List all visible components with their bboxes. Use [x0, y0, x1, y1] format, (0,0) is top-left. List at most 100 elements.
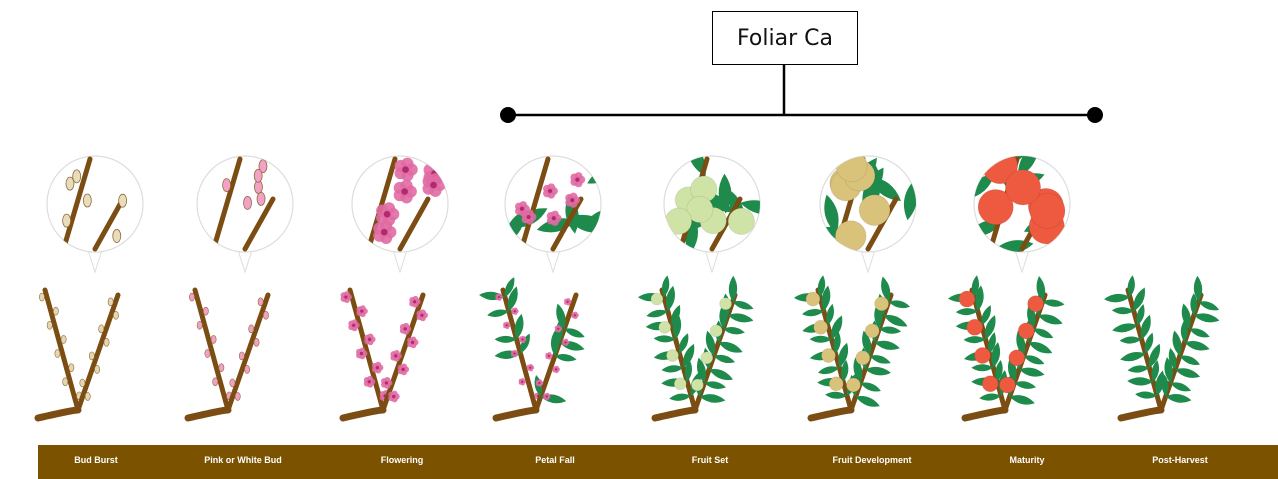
bud-burst-bud	[39, 293, 44, 301]
fruit-development-stem	[851, 295, 891, 410]
fruit-set-fruit	[720, 298, 732, 310]
bud-burst-bud	[61, 335, 66, 343]
maturity-fruit	[982, 376, 998, 392]
bubble-pointer	[1015, 250, 1029, 272]
flowering-blossom	[364, 334, 375, 346]
pink-or-white-bud-closeup-bud	[254, 169, 262, 182]
pink-or-white-bud-bud	[245, 365, 250, 373]
stage-label-pink-or-white-bud: Pink or White Bud	[204, 455, 282, 465]
bud-burst-bud	[80, 379, 85, 387]
maturity-closeup-leaf	[973, 131, 986, 171]
branch-illustration-fruit-set	[638, 275, 755, 418]
stage-maturity	[948, 131, 1070, 418]
fruit-development-closeup-fruit	[859, 195, 890, 226]
fruit-development-closeup-leaf	[815, 241, 848, 281]
branch-illustration-pink-or-white-bud	[188, 290, 269, 418]
fruit-set-fruit	[701, 352, 713, 364]
branch-illustration-petal-fall	[479, 276, 586, 418]
bud-burst-bud	[99, 325, 104, 333]
petal-fall-blossom	[553, 366, 560, 373]
flowering-blossom	[407, 336, 418, 348]
bud-burst-stem	[45, 290, 78, 410]
fruit-set-closeup-fruit	[728, 208, 754, 234]
fruit-development-leaf	[865, 365, 892, 377]
fruit-development-closeup-fruit	[835, 221, 866, 252]
maturity-fruit	[1009, 350, 1025, 366]
maturity-fruit	[1018, 323, 1034, 339]
petal-fall-stem	[503, 290, 536, 410]
maturity-fruit	[967, 319, 983, 335]
zoom-bubble-flowering	[352, 156, 448, 272]
bubble-pointer	[238, 250, 252, 272]
petal-fall-blossom	[527, 364, 534, 371]
zoom-bubble-bud-burst	[47, 156, 143, 272]
zoom-bubble-fruit-set	[664, 138, 801, 272]
post-harvest-leaf	[1111, 321, 1138, 334]
zoom-bubble-pink-or-white-bud	[197, 156, 293, 272]
bud-burst-closeup-bud	[63, 214, 71, 227]
stage-illustrations	[38, 131, 1220, 418]
fruit-set-closeup-fruit	[665, 208, 691, 234]
maturity-closeup-fruit	[1005, 170, 1040, 205]
stage-petal-fall	[479, 156, 626, 418]
zoom-bubble-fruit-development	[815, 151, 920, 290]
pink-or-white-bud-bud	[205, 350, 210, 358]
bud-burst-closeup-bud	[66, 177, 74, 190]
fruit-set-fruit	[691, 379, 703, 391]
stage-label-petal-fall: Petal Fall	[535, 455, 575, 465]
fruit-set-fruit	[710, 325, 722, 337]
stage-label-fruit-set: Fruit Set	[692, 455, 729, 465]
stage-label-bud-burst: Bud Burst	[74, 455, 118, 465]
flowering-trunk	[343, 410, 383, 418]
pink-or-white-bud-bud	[203, 307, 208, 315]
flowering-stem	[350, 290, 383, 410]
fruit-development-fruit	[829, 377, 843, 391]
maturity-fruit	[1028, 296, 1044, 312]
pink-or-white-bud-stem	[228, 295, 268, 410]
foliar-ca-bracket	[500, 65, 1103, 123]
flowering-blossom	[356, 305, 367, 317]
stage-label-band: Bud Burst Pink or White Bud Flowering Pe…	[38, 445, 1278, 479]
post-harvest-leaf	[1127, 377, 1153, 386]
pink-or-white-bud-stem	[195, 290, 228, 410]
bud-burst-closeup-bud	[113, 229, 121, 242]
pink-or-white-bud-bud	[197, 321, 202, 329]
bud-burst-bud	[113, 311, 118, 319]
pink-or-white-bud-bud	[263, 311, 268, 319]
pink-or-white-bud-closeup-bud	[257, 192, 265, 205]
branch-illustration-fruit-development	[794, 275, 911, 418]
bud-burst-stem	[78, 295, 118, 410]
foliar-ca-label: Foliar Ca	[737, 26, 833, 51]
pink-or-white-bud-bud	[213, 378, 218, 386]
branch-illustration-post-harvest	[1104, 275, 1221, 418]
petal-fall-blossom	[571, 312, 578, 319]
pink-or-white-bud-closeup-bud	[223, 179, 231, 192]
bubble-outline	[47, 156, 143, 252]
fruit-development-fruit	[856, 351, 870, 365]
petal-fall-trunk	[496, 410, 536, 418]
flowering-blossom	[388, 391, 399, 403]
maturity-leaf	[971, 364, 993, 371]
fruit-development-fruit	[875, 297, 889, 311]
fruit-development-fruit	[821, 349, 835, 363]
bud-burst-closeup-bud	[83, 194, 91, 207]
pink-or-white-bud-bud	[249, 325, 254, 333]
fruit-set-fruit	[659, 321, 671, 333]
pink-or-white-bud-trunk	[188, 410, 228, 418]
branch-illustration-maturity	[948, 275, 1065, 418]
bud-burst-bud	[47, 321, 52, 329]
stage-bud-burst	[38, 156, 143, 418]
pink-or-white-bud-bud	[219, 364, 224, 372]
flowering-blossom	[417, 309, 428, 321]
maturity-fruit	[999, 377, 1015, 393]
fruit-set-closeup-leaf	[759, 183, 801, 205]
bracket-end-dot	[1087, 107, 1103, 123]
stage-label-flowering: Flowering	[381, 455, 424, 465]
bud-burst-bud	[55, 350, 60, 358]
bubble-pointer	[88, 250, 102, 272]
pink-or-white-bud-bud	[230, 379, 235, 387]
pink-or-white-bud-closeup-bud	[244, 196, 252, 209]
fruit-set-fruit	[651, 293, 663, 305]
pink-or-white-bud-bud	[239, 352, 244, 360]
fruit-development-closeup-fruit	[836, 151, 867, 182]
